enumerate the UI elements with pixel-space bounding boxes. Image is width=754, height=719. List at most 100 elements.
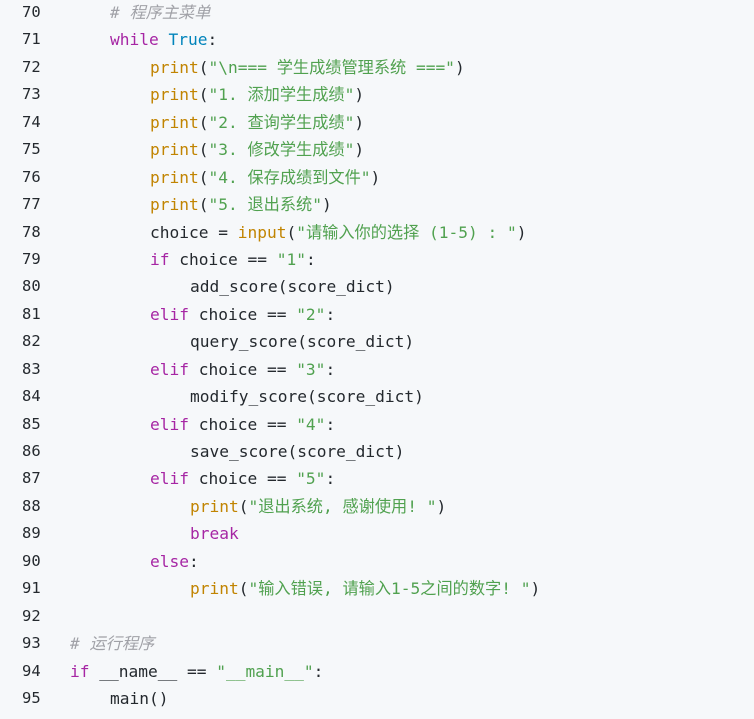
code-content: query_score(score_dict) [62,328,754,355]
code-content: print("1. 添加学生成绩") [62,81,754,108]
string-token: "2" [296,304,326,324]
keyword-token: elif [150,414,189,434]
function-token: print [150,57,199,77]
code-content: modify_score(score_dict) [62,383,754,410]
line-number: 93 [22,634,41,653]
code-line: 70 # 程序主菜单 [0,0,754,26]
function-token: print [150,195,199,215]
line-number: 72 [22,57,41,76]
code-token: ( [198,112,209,132]
line-number: 95 [22,688,41,707]
code-line: 75 print("3. 修改学生成绩") [0,136,754,163]
code-content: if choice == "1": [62,246,754,273]
code-line: 85 elif choice == "4": [0,411,754,438]
code-line: 86 save_score(score_dict) [0,438,754,465]
code-line: 72 print("\n=== 学生成绩管理系统 ===") [0,54,754,81]
string-token: "5. 退出系统" [208,195,322,215]
code-token: : [207,30,218,50]
code-content: elif choice == "5": [62,465,754,492]
string-token: "2. 查询学生成绩" [208,112,355,132]
code-content: print("4. 保存成绩到文件") [62,164,754,191]
function-token: print [190,496,239,516]
code-content: print("\n=== 学生成绩管理系统 ===") [62,54,754,81]
string-token: "输入错误, 请输入1-5之间的数字! " [248,579,531,599]
comment-token: # 运行程序 [70,634,155,654]
code-token: query_score(score_dict) [190,332,415,352]
function-token: input [237,222,287,242]
code-content: print("3. 修改学生成绩") [62,136,754,163]
string-token: "4. 保存成绩到文件" [208,167,371,187]
line-number: 90 [22,551,41,570]
function-token: print [190,579,239,599]
line-number: 91 [22,579,41,598]
code-token: : [305,249,316,269]
comment-token: # 程序主菜单 [110,3,211,22]
function-token: print [150,112,199,132]
code-token: ( [198,85,209,105]
code-token: : [325,469,336,489]
keyword-token: while [110,30,159,50]
line-number: 78 [22,222,41,241]
code-token: : [313,661,324,681]
keyword-token: elif [150,304,189,324]
line-number: 71 [22,30,41,49]
code-content: break [62,520,754,547]
code-token: ( [198,140,209,160]
code-content: elif choice == "4": [62,411,754,438]
keyword-token: elif [150,469,189,489]
line-number: 85 [22,414,41,433]
code-token: ) [530,579,541,599]
code-token: : [325,359,336,379]
line-number: 92 [22,606,41,625]
string-token: "3. 修改学生成绩" [208,140,355,160]
string-token: "1. 添加学生成绩" [208,85,355,105]
keyword-token: break [190,524,239,544]
code-token: ( [238,579,249,599]
code-token: ) [454,57,465,77]
code-token: choice == [188,414,297,434]
code-token: : [325,414,336,434]
code-token: ( [286,222,297,242]
code-content: print("退出系统, 感谢使用! ") [62,493,754,520]
code-content: add_score(score_dict) [62,273,754,300]
code-token: choice = [150,222,238,242]
string-token: "4" [296,414,326,434]
code-content: choice = input("请输入你的选择 (1-5) : ") [62,219,754,246]
code-token: : [188,551,199,571]
line-number: 81 [22,304,41,323]
code-token: choice == [188,304,297,324]
code-line: 89 break [0,520,754,547]
line-number: 87 [22,469,41,488]
line-number: 77 [22,195,41,214]
string-token: "\n=== 学生成绩管理系统 ===" [208,57,455,77]
line-number: 86 [22,442,41,460]
code-content: while True: [62,26,754,53]
code-line: 87 elif choice == "5": [0,465,754,492]
line-number: 70 [22,3,41,21]
code-line: 92 [0,603,754,630]
line-number: 75 [22,140,41,159]
code-content: if __name__ == "__main__": [62,658,754,685]
line-number: 89 [22,524,41,543]
code-token: add_score(score_dict) [190,277,395,297]
code-content: # 运行程序 [62,630,754,657]
code-token: : [325,304,336,324]
line-number: 82 [22,332,41,351]
line-number: 80 [22,277,41,296]
code-token: __name__ == [89,661,217,681]
code-token: ) [516,222,527,242]
string-token: "退出系统, 感谢使用! " [248,496,437,516]
code-token: ) [436,496,447,516]
code-token: choice == [188,359,297,379]
code-content: save_score(score_dict) [62,438,754,465]
